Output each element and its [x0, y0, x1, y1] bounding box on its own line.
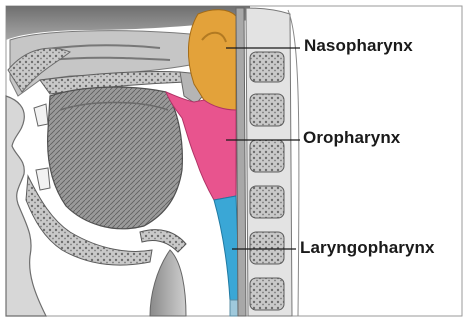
laryngopharynx-label: Laryngopharynx [300, 238, 435, 258]
hyoid-bone [140, 230, 186, 252]
laryngopharynx-region [214, 196, 240, 300]
upper-tooth [34, 104, 48, 126]
oropharynx-label: Oropharynx [303, 128, 400, 148]
larynx [150, 250, 186, 316]
pharyngeal-wall [236, 8, 246, 316]
nasopharynx-label: Nasopharynx [304, 36, 413, 56]
lower-tooth [36, 168, 50, 190]
